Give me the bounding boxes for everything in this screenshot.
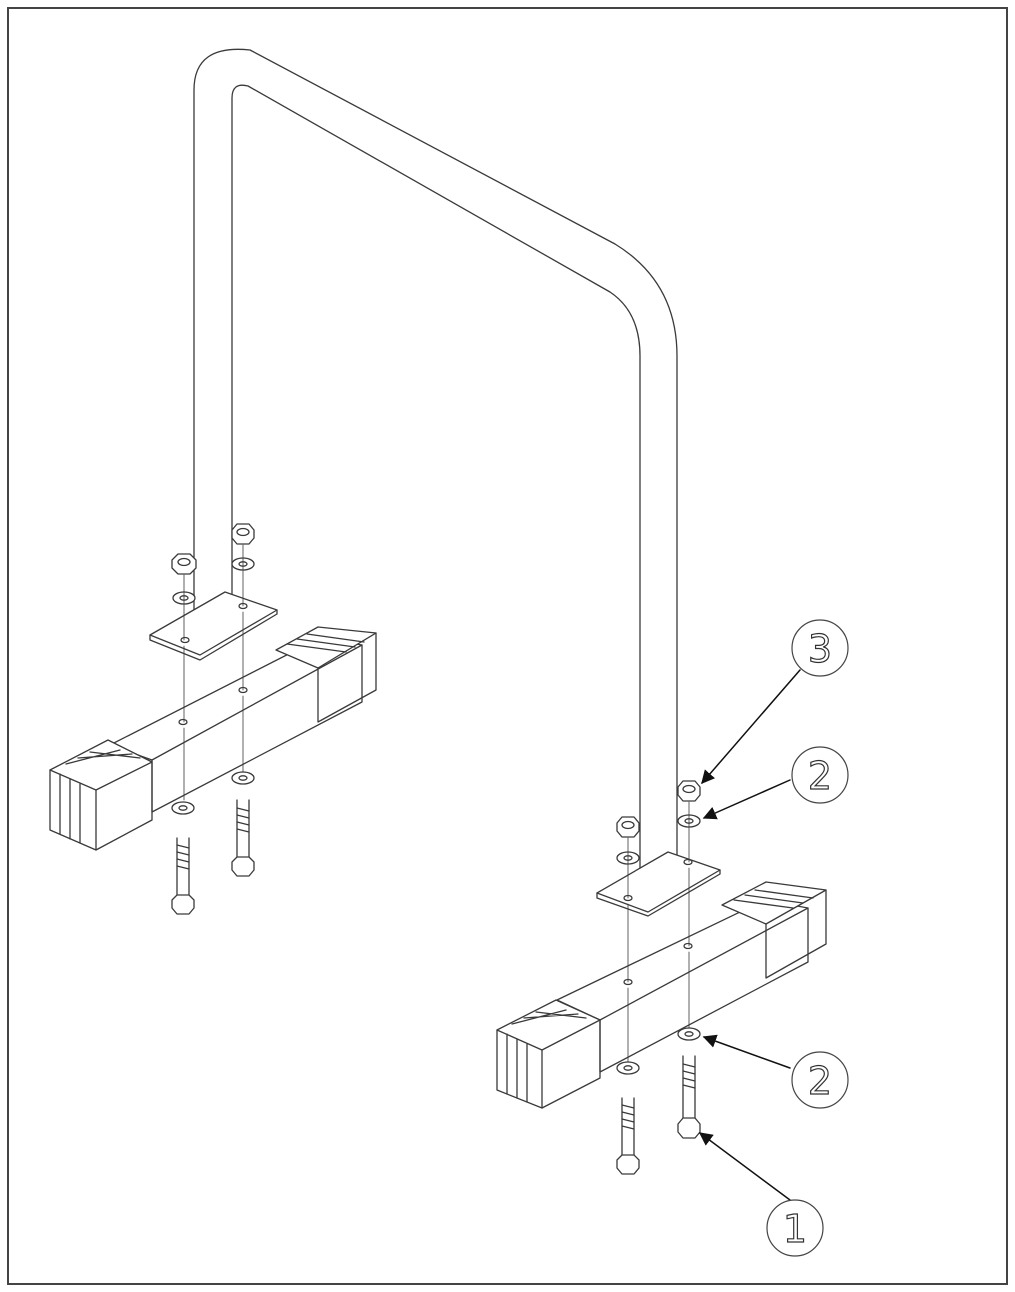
callout-3-circle [791,619,849,677]
right-base-assembly [496,780,827,1175]
leader-1 [698,1132,791,1201]
callout-3-label: 3 [808,627,832,671]
callout-2-upper-label: 2 [808,754,832,798]
page-border [7,7,1008,1285]
tube-frame [193,48,678,892]
callout-leaders [698,669,801,1201]
callout-2-upper-circle [791,746,849,804]
leader-2-lower [702,1034,791,1069]
right-lower-hardware [616,1027,701,1175]
left-mount-plate [149,591,278,656]
left-upper-hardware [171,523,255,605]
left-base-assembly [49,523,377,915]
callout-2-lower-circle [791,1051,849,1109]
callout-balloons [766,619,849,1257]
left-lower-hardware [171,771,255,915]
callout-1-circle [766,1199,824,1257]
callout-2-lower-label: 2 [808,1059,832,1103]
leader-2-upper [702,779,791,820]
callout-1-label: 1 [783,1207,807,1251]
leader-3 [701,669,801,785]
right-mount-plate [596,851,721,913]
right-upper-hardware [616,780,701,865]
